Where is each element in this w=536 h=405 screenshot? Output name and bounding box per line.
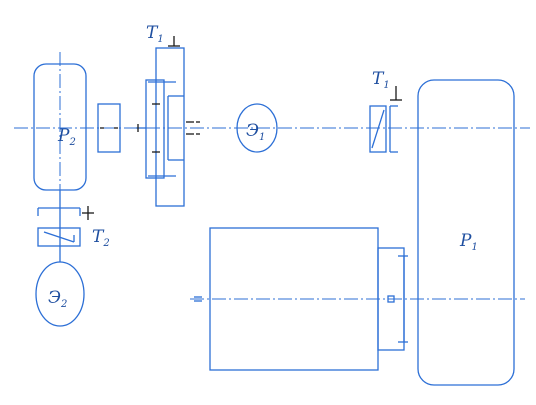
brake-t1-right-diagonal xyxy=(371,109,385,149)
gear-large xyxy=(145,79,165,179)
motor-e2-label: Э2 xyxy=(48,288,67,310)
brake-t2-diagonal xyxy=(43,231,75,243)
pump-p1-body xyxy=(417,79,515,386)
brake-t2-label: T2 xyxy=(92,227,110,249)
brake-t1-right-box xyxy=(369,105,387,153)
motor-e1-body xyxy=(236,103,278,153)
motor-e1-label: Э1 xyxy=(246,121,265,143)
brake-t2-box xyxy=(37,227,81,247)
unit-coupling xyxy=(387,295,395,303)
brake-t1-right-label: T1 xyxy=(372,69,390,91)
gearbox-housing xyxy=(155,47,185,207)
pump-p2-label: P2 xyxy=(57,126,76,148)
motor-e2-body xyxy=(35,261,85,327)
pump-p1-label: P1 xyxy=(459,231,478,253)
coupling-box xyxy=(97,103,121,153)
brake-t1-gear-label: T1 xyxy=(146,23,164,45)
